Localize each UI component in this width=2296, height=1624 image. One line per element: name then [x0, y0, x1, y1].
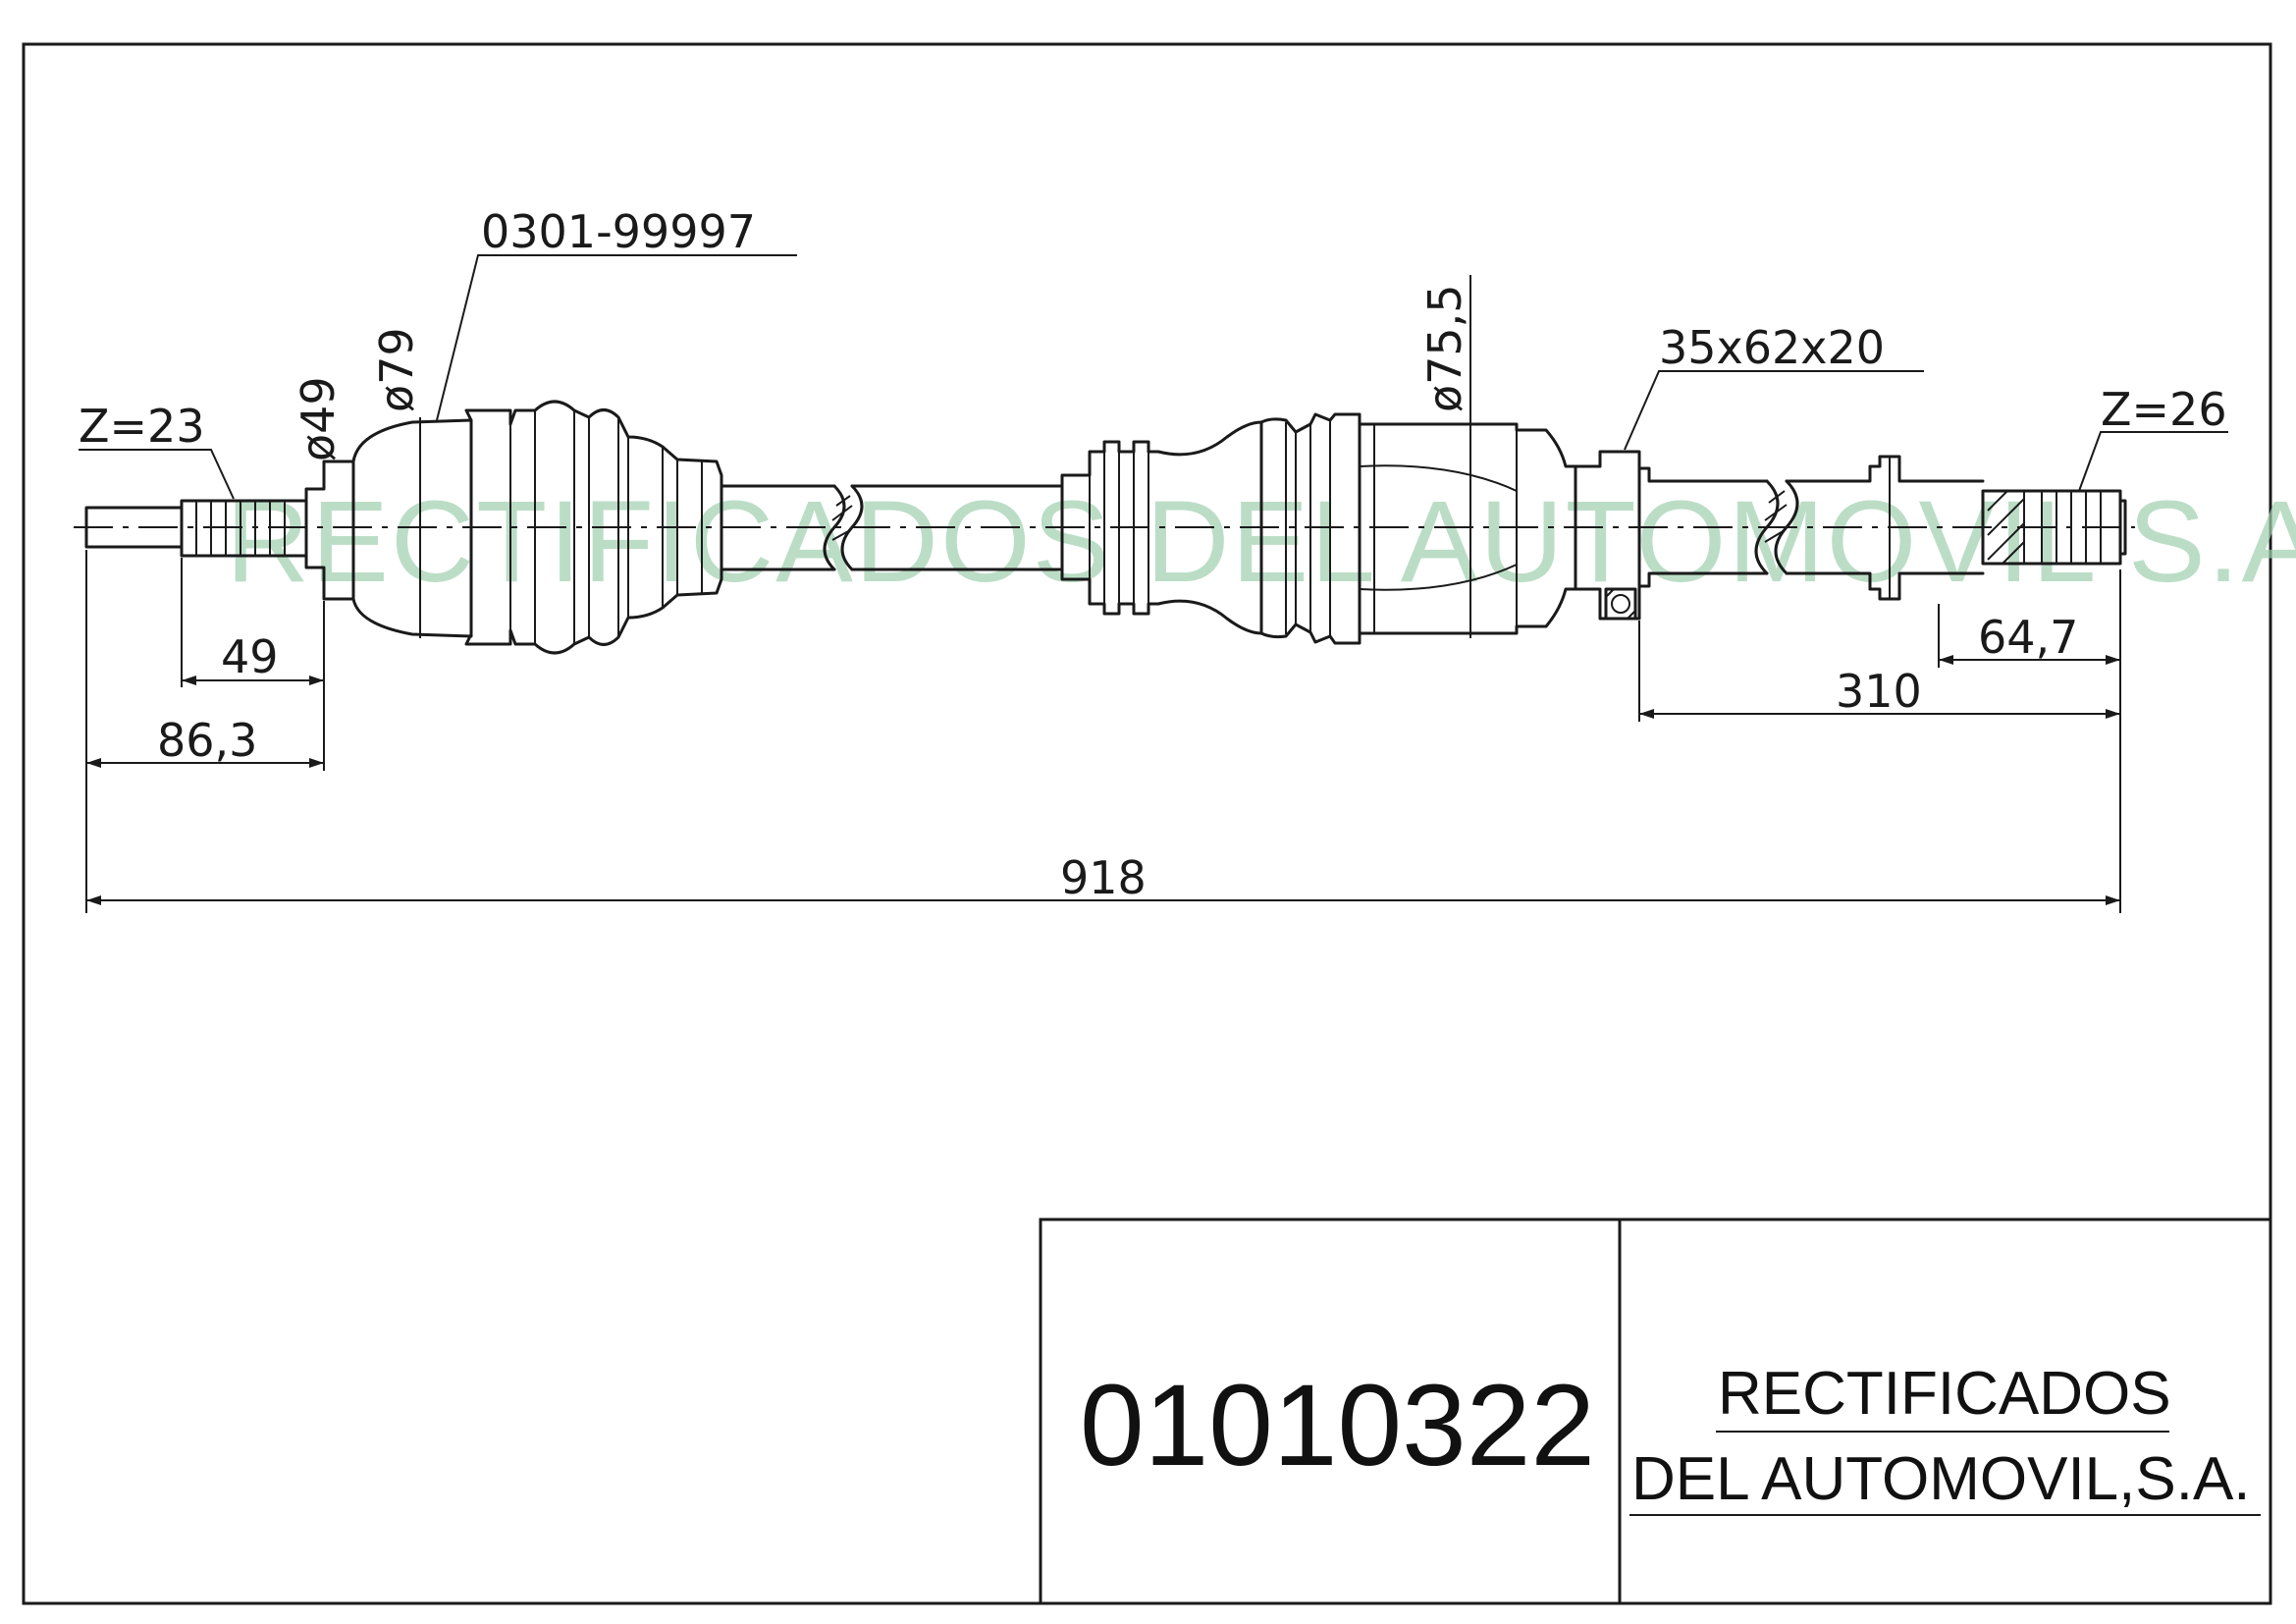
svg-text:ø79: ø79: [370, 327, 423, 412]
svg-text:Z=26: Z=26: [2101, 383, 2227, 436]
part-number: 01010322: [1080, 1361, 1595, 1490]
shaft-break-right: [1754, 479, 1799, 575]
label-diam-49: ø49: [292, 376, 345, 461]
label-z26: Z=26: [2078, 383, 2228, 492]
svg-text:ø49: ø49: [292, 376, 345, 461]
dim-918: 918: [86, 569, 2121, 913]
svg-text:RECTIFICADOS: RECTIFICADOS: [1718, 1360, 2171, 1428]
label-bearing: 35x62x20: [1624, 321, 1924, 451]
dim-64-7: 64,7: [1938, 604, 2120, 668]
svg-text:310: 310: [1836, 665, 1922, 718]
company-name: RECTIFICADOS DEL AUTOMOVIL,S.A.: [1629, 1360, 2261, 1516]
svg-text:49: 49: [221, 630, 279, 683]
label-diam-79: ø79: [370, 327, 423, 638]
svg-text:64,7: 64,7: [1978, 611, 2078, 664]
drawing-frame: [22, 42, 2272, 1605]
right-spline: [1981, 489, 2122, 566]
svg-text:DEL AUTOMOVIL,S.A.: DEL AUTOMOVIL,S.A.: [1631, 1445, 2251, 1513]
svg-text:Z=23: Z=23: [79, 400, 205, 453]
dim-310: 310: [1638, 621, 2120, 722]
outer-boot: [464, 400, 723, 655]
dim-86-3: 86,3: [85, 550, 325, 913]
svg-text:918: 918: [1060, 851, 1147, 904]
intermediate-shaft: [1637, 466, 1769, 588]
drive-shaft: [84, 400, 2127, 655]
svg-text:35x62x20: 35x62x20: [1659, 321, 1885, 374]
svg-text:0301-99997: 0301-99997: [481, 205, 756, 258]
svg-text:86,3: 86,3: [157, 714, 257, 767]
label-z23: Z=23: [79, 400, 235, 500]
label-boot-reference: 0301-99997: [436, 205, 797, 421]
shaft-middle: [850, 484, 1064, 571]
title-block: [1039, 1218, 2270, 1603]
shaft-break-left: [823, 484, 864, 571]
dim-49: 49: [181, 558, 325, 687]
shaft-left: [720, 484, 836, 571]
bearing: [1574, 450, 1641, 621]
label-diam-75-5: ø75,5: [1418, 275, 1471, 638]
svg-text:ø75,5: ø75,5: [1418, 284, 1471, 412]
bearing-section: [1604, 587, 1637, 621]
